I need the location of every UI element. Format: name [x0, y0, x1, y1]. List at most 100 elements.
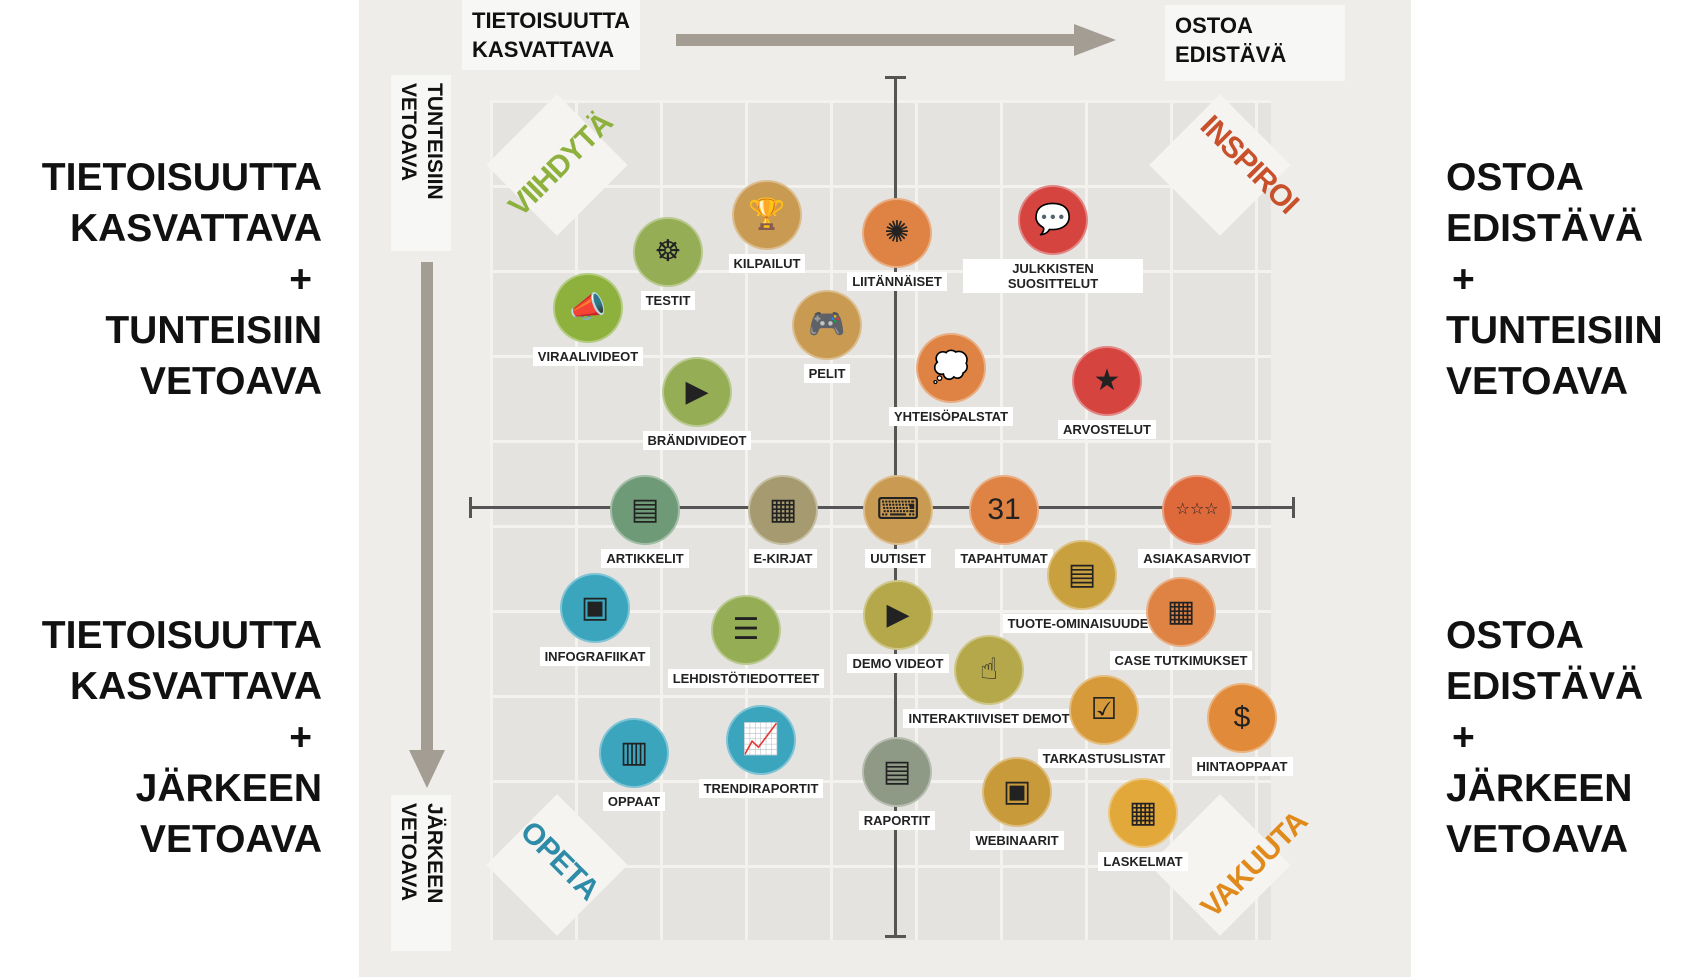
content-type-label: TARKASTUSLISTAT [1037, 749, 1171, 768]
icon-glyph: 📣 [569, 291, 607, 324]
icon-glyph: ▤ [1067, 558, 1097, 591]
content-type-item: ▤ RAPORTIT [807, 737, 987, 830]
right-top-line: VETOAVA [1446, 360, 1629, 403]
icon-glyph: ▣ [1002, 775, 1032, 808]
left-bottom-line: + [289, 716, 312, 759]
icon-glyph: $ [1233, 701, 1251, 734]
trend-chart-icon: 📈 [726, 705, 796, 775]
icon-glyph: ▦ [1128, 796, 1158, 829]
y-axis-end-line: VETOAVA [397, 803, 420, 902]
icon-glyph: ▤ [882, 755, 912, 788]
content-type-label: LEHDISTÖTIEDOTTEET [667, 669, 825, 688]
content-type-item: ▦CASE TUTKIMUKSET [1091, 577, 1271, 670]
left-top-caption: TIETOISUUTTA KASVATTAVA + TUNTEISIIN VET… [42, 152, 322, 407]
content-type-label: E-KIRJAT [748, 549, 818, 568]
content-type-label: DEMO VIDEOT [847, 654, 949, 673]
right-top-line: TUNTEISIIN [1446, 309, 1663, 352]
left-top-line: TIETOISUUTTA [41, 156, 322, 199]
right-bottom-line: VETOAVA [1446, 818, 1629, 861]
content-type-item: ☰ LEHDISTÖTIEDOTTEET [656, 595, 836, 688]
infographic-icon: ▣ [560, 573, 630, 643]
content-type-label: BRÄNDIVIDEOT [642, 431, 752, 450]
icon-glyph: ☰ [732, 613, 760, 646]
content-type-label: LASKELMAT [1098, 852, 1188, 871]
content-type-item: 🏆 KILPAILUT [677, 180, 857, 273]
content-type-label: OPPAAT [602, 792, 666, 811]
left-top-line: TUNTEISIIN [105, 309, 322, 352]
content-type-label: TESTIT [640, 291, 696, 310]
left-bottom-line: KASVATTAVA [69, 665, 322, 708]
icon-glyph: ★ [1093, 364, 1121, 397]
calendar-icon: 31 [969, 475, 1039, 545]
x-axis-end-line: EDISTÄVÄ [1175, 42, 1287, 67]
right-bottom-caption: OSTOA EDISTÄVÄ + JÄRKEEN VETOAVA [1446, 610, 1643, 865]
trophy-icon: 🏆 [732, 180, 802, 250]
content-type-item: ☆☆☆ASIAKASARVIOT [1107, 475, 1287, 568]
content-matrix-board: TIETOISUUTTA KASVATTAVA OSTOA EDISTÄVÄ T… [359, 0, 1411, 977]
content-type-label: CASE TUTKIMUKSET [1109, 651, 1253, 670]
x-axis-start-label: TIETOISUUTTA KASVATTAVA [462, 0, 641, 70]
icon-glyph: 💭 [932, 351, 970, 384]
content-type-item: $HINTAOPPAAT [1152, 683, 1332, 776]
content-type-item: ⌨UUTISET [808, 475, 988, 568]
content-type-item: ▦ LASKELMAT [1053, 778, 1233, 871]
content-type-label: RAPORTIT [858, 811, 936, 830]
content-type-label: INTERAKTIIVISET DEMOT [903, 709, 1075, 728]
chat-icon: 💭 [916, 333, 986, 403]
content-type-item: ★ARVOSTELUT [1017, 346, 1197, 439]
interactive-demo-icon: ☝ [954, 635, 1024, 705]
press-release-icon: ☰ [711, 595, 781, 665]
y-axis-end-label: JÄRKEEN VETOAVA [391, 795, 451, 951]
brain-icon: ☸ [633, 217, 703, 287]
icon-glyph: ☸ [654, 235, 682, 268]
x-direction-arrow [676, 24, 1116, 56]
content-type-label: JULKKISTEN SUOSITTELUT [963, 259, 1143, 293]
icon-glyph: ☝ [979, 653, 999, 686]
x-axis-start-line: TIETOISUUTTA [472, 8, 631, 33]
content-type-label: ARTIKKELIT [601, 549, 689, 568]
content-type-label: VIRAALIVIDEOT [532, 347, 644, 366]
content-type-label: UUTISET [865, 549, 931, 568]
icon-glyph: 🎮 [808, 308, 846, 341]
content-type-item: 📣 VIRAALIVIDEOT [498, 273, 678, 366]
content-type-item: ▣WEBINAARIT [927, 757, 1107, 850]
left-bottom-caption: TIETOISUUTTA KASVATTAVA + JÄRKEEN VETOAV… [42, 610, 322, 865]
right-top-line: OSTOA [1446, 156, 1584, 199]
icon-glyph: ▶ [886, 598, 910, 631]
webinar-icon: ▣ [982, 757, 1052, 827]
content-type-item: 🎮 PELIT [737, 290, 917, 383]
left-top-line: + [289, 258, 312, 301]
ebook-icon: ▦ [748, 475, 818, 545]
icon-glyph: 🏆 [748, 198, 786, 231]
icon-glyph: 31 [987, 493, 1021, 526]
game-icon: 🎮 [792, 290, 862, 360]
left-top-line: KASVATTAVA [69, 207, 322, 250]
content-type-item: ☑TARKASTUSLISTAT [1014, 675, 1194, 768]
content-type-label: TAPAHTUMAT [955, 549, 1053, 568]
content-type-item: ✺LIITÄNNÄISET [807, 198, 987, 291]
demo-video-icon: ▶ [863, 580, 933, 650]
right-top-caption: OSTOA EDISTÄVÄ + TUNTEISIIN VETOAVA [1446, 152, 1663, 407]
icon-glyph: ✺ [884, 216, 910, 249]
content-type-label: PELIT [803, 364, 851, 383]
left-bottom-line: VETOAVA [139, 818, 322, 861]
content-type-item: ▶ BRÄNDIVIDEOT [607, 357, 787, 450]
content-type-item: ▦ E-KIRJAT [693, 475, 873, 568]
celebrity-icon: 💬 [1018, 185, 1088, 255]
vertical-axis-tick-bottom [885, 935, 906, 938]
content-type-item: 💭YHTEISÖPALSTAT [861, 333, 1041, 426]
icon-glyph: ▦ [768, 493, 798, 526]
horizontal-axis-tick-left [469, 497, 472, 518]
content-type-label: INFOGRAFIIKAT [539, 647, 651, 666]
y-axis-start-line: VETOAVA [397, 83, 420, 182]
megaphone-icon: 📣 [553, 273, 623, 343]
left-bottom-line: TIETOISUUTTA [41, 614, 322, 657]
calculator-icon: ▦ [1108, 778, 1178, 848]
review-icon: ★ [1072, 346, 1142, 416]
widget-icon: ✺ [862, 198, 932, 268]
content-type-item: ▤TUOTE-OMINAISUUDET [992, 540, 1172, 633]
content-type-label: KILPAILUT [728, 254, 806, 273]
icon-glyph: ▶ [685, 375, 709, 408]
right-top-line: EDISTÄVÄ [1446, 207, 1644, 250]
